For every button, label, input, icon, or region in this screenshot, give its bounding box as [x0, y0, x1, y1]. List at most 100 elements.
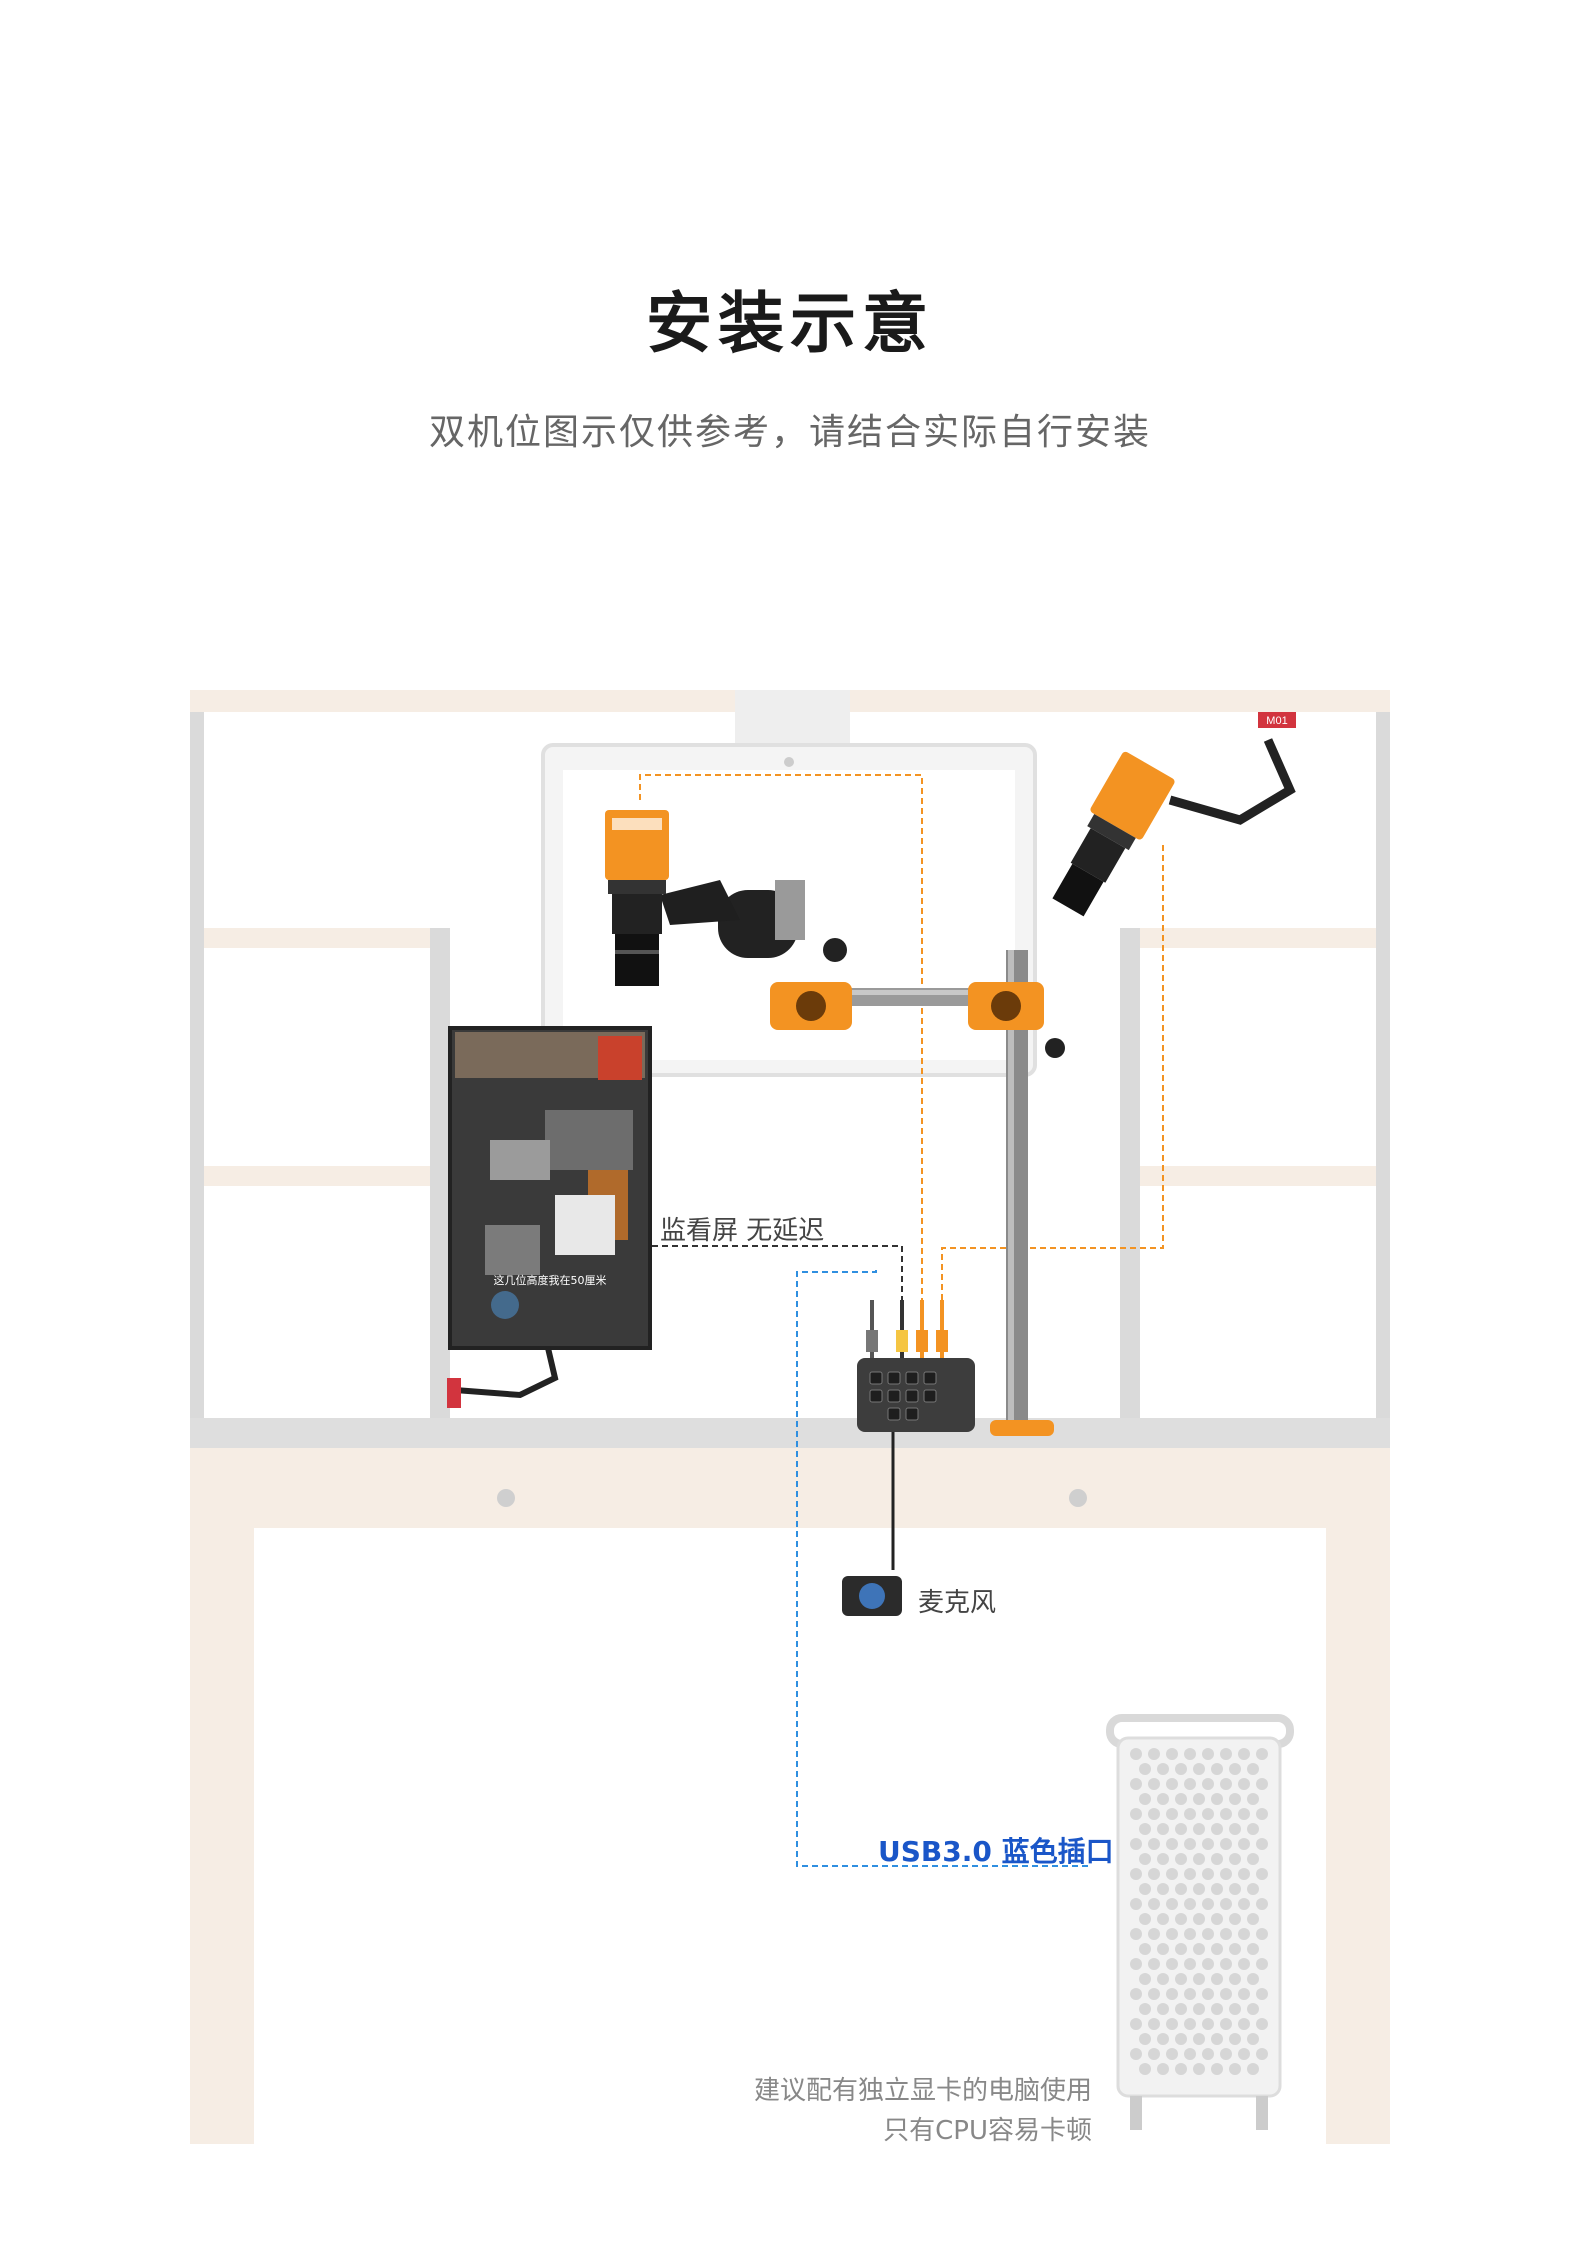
grille-hole	[1211, 1793, 1223, 1805]
microphone	[842, 1432, 902, 1616]
note-line-2: 只有CPU容易卡顿	[883, 2116, 1092, 2146]
grille-hole	[1238, 1898, 1250, 1910]
grille-hole	[1220, 1868, 1232, 1880]
grille-hole	[1157, 1793, 1169, 1805]
grille-hole	[1211, 1883, 1223, 1895]
grille-hole	[1247, 1913, 1259, 1925]
usb-label: USB3.0 蓝色插口	[878, 1835, 1114, 1868]
grille-hole	[1202, 1958, 1214, 1970]
grille-hole	[1193, 1973, 1205, 1985]
grille-hole	[1139, 1793, 1151, 1805]
grille-hole	[1256, 1958, 1268, 1970]
grille-hole	[1220, 1988, 1232, 2000]
grille-hole	[1166, 1988, 1178, 2000]
grille-hole	[1148, 1958, 1160, 1970]
monitor-label: 监看屏 无延迟	[660, 1216, 825, 1246]
grille-hole	[1211, 1913, 1223, 1925]
grille-hole	[1130, 1868, 1142, 1880]
grille-hole	[1166, 1958, 1178, 1970]
grille-hole	[1148, 1868, 1160, 1880]
camera-1	[605, 810, 669, 986]
grille-hole	[1166, 1778, 1178, 1790]
grille-hole	[1211, 2063, 1223, 2075]
grille-hole	[1139, 1973, 1151, 1985]
grille-hole	[1175, 1763, 1187, 1775]
grille-hole	[1139, 1853, 1151, 1865]
grille-hole	[1193, 1913, 1205, 1925]
grille-hole	[1247, 1973, 1259, 1985]
grille-hole	[1193, 1793, 1205, 1805]
grille-hole	[1157, 1913, 1169, 1925]
grille-hole	[1139, 1913, 1151, 1925]
grille-hole	[1130, 1838, 1142, 1850]
grille-hole	[1184, 1988, 1196, 2000]
grille-hole	[1202, 1988, 1214, 2000]
grille-hole	[1166, 1898, 1178, 1910]
grille-hole	[1175, 1973, 1187, 1985]
grille-hole	[1229, 2033, 1241, 2045]
grille-hole	[1256, 2018, 1268, 2030]
grille-hole	[1175, 2033, 1187, 2045]
grille-hole	[1184, 1808, 1196, 1820]
grille-hole	[1247, 2063, 1259, 2075]
grille-hole	[1166, 2018, 1178, 2030]
grille-hole	[1229, 1883, 1241, 1895]
grille-hole	[1139, 1823, 1151, 1835]
grille-hole	[1148, 1778, 1160, 1790]
grille-hole	[1130, 1778, 1142, 1790]
grille-hole	[1256, 1988, 1268, 2000]
grille-hole	[1247, 2033, 1259, 2045]
grille-hole	[1238, 1748, 1250, 1760]
grille-hole	[1157, 1853, 1169, 1865]
grille-hole	[1220, 1748, 1232, 1760]
microphone-label: 麦克风	[918, 1588, 997, 1618]
grille-hole	[1202, 1898, 1214, 1910]
grille-hole	[1193, 1853, 1205, 1865]
grille-hole	[1130, 1748, 1142, 1760]
grille-hole	[1184, 1928, 1196, 1940]
grille-hole	[1148, 1988, 1160, 2000]
page-subtitle: 双机位图示仅供参考，请结合实际自行安装	[428, 412, 1151, 453]
grille-hole	[1166, 1928, 1178, 1940]
grille-hole	[1130, 1958, 1142, 1970]
grille-hole	[1148, 2048, 1160, 2060]
grille-hole	[1184, 1958, 1196, 1970]
grille-hole	[1202, 1838, 1214, 1850]
grille-hole	[1175, 1943, 1187, 1955]
grille-hole	[1166, 1868, 1178, 1880]
grille-hole	[1193, 1883, 1205, 1895]
grille-hole	[1157, 2063, 1169, 2075]
grille-hole	[1139, 1883, 1151, 1895]
grille-hole	[1238, 1778, 1250, 1790]
grille-hole	[1256, 1778, 1268, 1790]
grille-hole	[1148, 1838, 1160, 1850]
grille-hole	[1157, 2003, 1169, 2015]
grille-hole	[1256, 1868, 1268, 1880]
computer-tower	[1106, 1714, 1294, 2130]
grille-hole	[1229, 1943, 1241, 1955]
grille-hole	[1247, 1943, 1259, 1955]
grille-hole	[1202, 1808, 1214, 1820]
grille-hole	[1256, 1928, 1268, 1940]
grille-hole	[1256, 1898, 1268, 1910]
grille-hole	[1193, 1823, 1205, 1835]
grille-hole	[1256, 1748, 1268, 1760]
grille-hole	[1229, 1973, 1241, 1985]
grille-hole	[1175, 1913, 1187, 1925]
grille-hole	[1130, 2048, 1142, 2060]
grille-hole	[1220, 2048, 1232, 2060]
grille-hole	[1220, 1778, 1232, 1790]
grille-hole	[1184, 1748, 1196, 1760]
grille-hole	[1193, 1763, 1205, 1775]
grille-hole	[1229, 1793, 1241, 1805]
grille-hole	[1202, 1748, 1214, 1760]
grille-hole	[1220, 1838, 1232, 1850]
grille-hole	[1238, 2018, 1250, 2030]
stand	[660, 880, 1065, 1436]
screen-caption: 这几位高度我在50厘米	[494, 1273, 607, 1287]
grille-hole	[1211, 2033, 1223, 2045]
grille-hole	[1202, 1778, 1214, 1790]
grille-hole	[1175, 1853, 1187, 1865]
grille-hole	[1211, 1763, 1223, 1775]
